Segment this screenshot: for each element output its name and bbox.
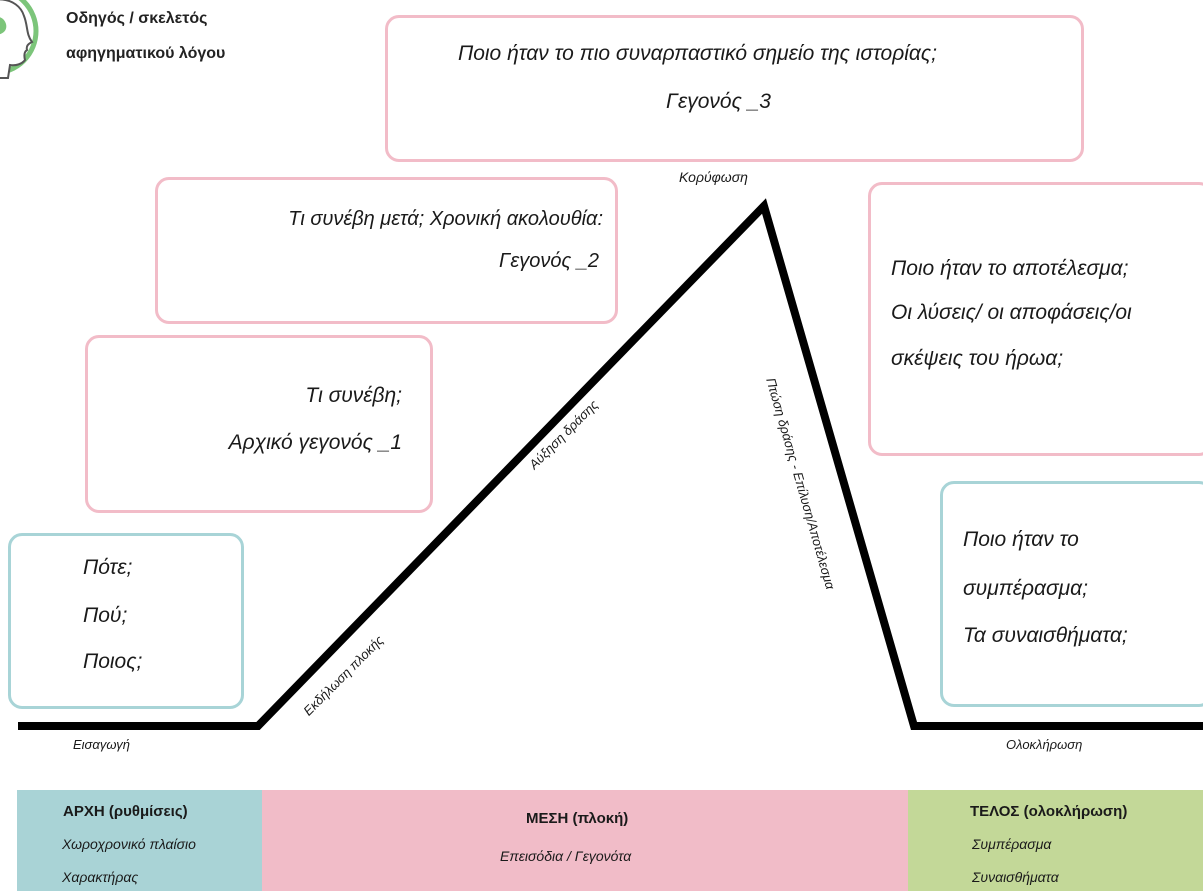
feelings-question: Τα συναισθήματα; (963, 624, 1128, 647)
hero-thoughts-line: σκέψεις του ήρωα; (891, 347, 1064, 370)
who-question: Ποιος; (83, 650, 143, 673)
conclusion-box: Ποιο ήταν το συμπέρασμα; Τα συναισθήματα… (940, 481, 1203, 707)
story-arc-line (18, 198, 1203, 730)
middle-band-title: ΜΕΣΗ (πλοκή) (526, 810, 629, 827)
event-2-question: Τι συνέβη μετά; Χρονική ακολουθία: (288, 208, 603, 230)
middle-band: ΜΕΣΗ (πλοκή) Επεισόδια / Γεγονότα (262, 790, 908, 891)
event-2-box: Τι συνέβη μετά; Χρονική ακολουθία: Γεγον… (155, 177, 618, 324)
result-question: Ποιο ήταν το αποτέλεσμα; (891, 257, 1129, 280)
conclusion-question: Ποιο ήταν το (963, 528, 1079, 551)
beginning-band: ΑΡΧΗ (ρυθμίσεις) Χωροχρονικό πλαίσιο Χαρ… (17, 790, 262, 891)
beginning-item-character: Χαρακτήρας (62, 869, 139, 885)
beginning-band-title: ΑΡΧΗ (ρυθμίσεις) (63, 803, 188, 820)
document-title-line-1: Οδηγός / σκελετός (66, 10, 208, 27)
ending-label: Ολοκλήρωση (1006, 737, 1083, 752)
event-1-label: Αρχικό γεγονός _1 (228, 431, 402, 454)
climax-question: Ποιο ήταν το πιο συναρπαστικό σημείο της… (458, 42, 937, 65)
conclusion-word: συμπέρασμα; (963, 577, 1088, 600)
setting-box: Πότε; Πού; Ποιος; (8, 533, 244, 709)
where-question: Πού; (83, 604, 128, 627)
event-1-box: Τι συνέβη; Αρχικό γεγονός _1 (85, 335, 433, 513)
end-band-title: ΤΕΛΟΣ (ολοκλήρωση) (970, 803, 1128, 820)
event-1-question: Τι συνέβη; (305, 384, 402, 407)
end-item-feelings: Συναισθήματα (972, 869, 1059, 885)
end-item-conclusion: Συμπέρασμα (972, 836, 1052, 852)
result-box: Ποιο ήταν το αποτέλεσμα; Οι λύσεις/ οι α… (868, 182, 1203, 456)
head-profile-icon (0, 0, 39, 79)
event-2-label: Γεγονός _2 (499, 250, 599, 272)
when-question: Πότε; (83, 556, 133, 579)
introduction-label: Εισαγωγή (73, 737, 130, 752)
climax-question-box: Ποιο ήταν το πιο συναρπαστικό σημείο της… (385, 15, 1084, 162)
middle-item-episodes: Επεισόδια / Γεγονότα (500, 848, 632, 864)
solutions-line: Οι λύσεις/ οι αποφάσεις/οι (891, 301, 1132, 324)
end-band: ΤΕΛΟΣ (ολοκλήρωση) Συμπέρασμα Συναισθήμα… (908, 790, 1203, 891)
climax-event-label: Γεγονός _3 (666, 90, 771, 113)
climax-label: Κορύφωση (679, 169, 748, 185)
beginning-item-setting: Χωροχρονικό πλαίσιο (62, 836, 196, 852)
document-title-line-2: αφηγηματικού λόγου (66, 45, 226, 62)
